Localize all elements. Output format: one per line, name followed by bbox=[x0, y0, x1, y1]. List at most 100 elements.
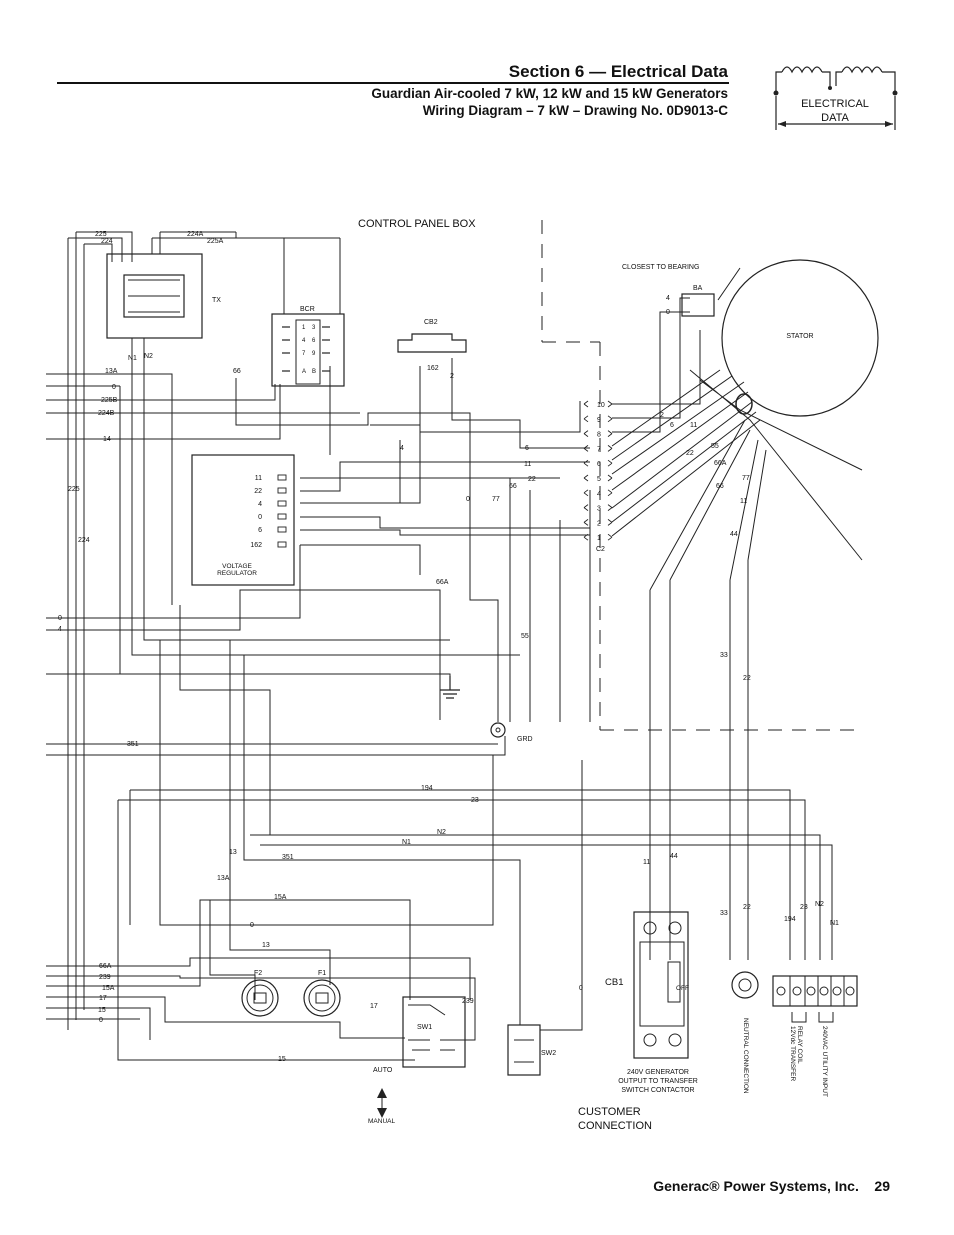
wire-label: 351 bbox=[282, 854, 294, 861]
vr-label-1: VOLTAGE bbox=[222, 563, 252, 570]
sw1-switch: SW1 AUTO MANUAL bbox=[368, 996, 466, 1125]
wire-label: N1 bbox=[128, 355, 137, 362]
wire-label: 15 bbox=[278, 1056, 286, 1063]
wire-label: 0 bbox=[58, 615, 62, 622]
c2-terminal-arrow bbox=[607, 533, 613, 541]
stator-lead-label: 2 bbox=[660, 412, 664, 419]
cb1-caption-1: 240V GENERATOR bbox=[627, 1069, 689, 1076]
wire-label: 225A bbox=[207, 238, 224, 245]
vr-label-2: REGULATOR bbox=[217, 570, 257, 577]
wire-label: 66A bbox=[436, 579, 449, 586]
c2-terminal-label: 10 bbox=[597, 402, 605, 409]
c2-terminal-label: 7 bbox=[597, 446, 601, 453]
wire-label: N1 bbox=[402, 839, 411, 846]
vr-terminal-label: 162 bbox=[250, 542, 262, 549]
bcr-pin-label: 7 bbox=[302, 351, 306, 357]
control-panel-border: CONTROL PANEL BOX bbox=[358, 218, 862, 731]
vr-terminal bbox=[277, 500, 287, 507]
vr-terminal bbox=[277, 474, 287, 481]
c2-terminal-label: 9 bbox=[597, 417, 601, 424]
wire-label: 66 bbox=[509, 483, 517, 490]
wire-number-labels: 225 224 224A 225A 13A 0 225B 224B 14 0 4… bbox=[58, 231, 839, 1063]
wire-harness bbox=[46, 231, 863, 1061]
wire-label: 23 bbox=[471, 797, 479, 804]
wire-label: 15A bbox=[102, 985, 115, 992]
wire-label: 11 bbox=[643, 859, 650, 866]
wire-label: 4 bbox=[58, 626, 62, 633]
sw2-label: SW2 bbox=[541, 1050, 556, 1057]
wire-label: 194 bbox=[784, 916, 796, 923]
tx-label: TX bbox=[212, 297, 221, 304]
transformer-tx: TX bbox=[106, 253, 221, 339]
customer-label-1: CUSTOMER bbox=[578, 1106, 641, 1118]
stator-lead-label: 22 bbox=[686, 450, 694, 457]
sw1-label: SW1 bbox=[417, 1024, 432, 1031]
cb1-breaker: CB1 OFF 240V GENERATOR OUTPUT TO TRANSFE… bbox=[605, 911, 698, 1094]
wire-label: 351 bbox=[127, 741, 139, 748]
sw2-switch: SW2 bbox=[507, 1024, 556, 1076]
c2-terminal-arrow bbox=[607, 474, 613, 482]
wire-label: 66A bbox=[99, 963, 112, 970]
c2-terminal-label: 2 bbox=[597, 520, 601, 527]
c2-terminal-arrow bbox=[583, 489, 589, 497]
manual-label: MANUAL bbox=[368, 1118, 395, 1125]
wire-label: 0 bbox=[466, 496, 470, 503]
c2-terminal-label: 5 bbox=[597, 476, 601, 483]
control-panel-label: CONTROL PANEL BOX bbox=[358, 218, 476, 230]
vr-terminal bbox=[277, 513, 287, 520]
relay-coil-label-2: RELAY COIL bbox=[796, 1026, 803, 1064]
cb1-off: OFF bbox=[676, 985, 689, 992]
wire-label: 13 bbox=[262, 942, 270, 949]
vr-terminal bbox=[277, 541, 287, 548]
stator-lead-label: 77 bbox=[742, 475, 750, 482]
c2-terminal-label: 6 bbox=[597, 461, 601, 468]
vr-terminal-label: 6 bbox=[258, 527, 262, 534]
c2-terminal-arrow bbox=[583, 415, 589, 423]
vr-terminal bbox=[277, 526, 287, 533]
c2-terminal-arrow bbox=[583, 459, 589, 467]
wire-label: 0 bbox=[112, 384, 116, 391]
closest-to-bearing: CLOSEST TO BEARING bbox=[622, 264, 699, 271]
wire-label: 11 bbox=[524, 461, 531, 468]
wire-label: 224A bbox=[187, 231, 204, 238]
wire-label: 66 bbox=[233, 368, 241, 375]
cb2-label: CB2 bbox=[424, 319, 438, 326]
cb1-caption-2: OUTPUT TO TRANSFER bbox=[618, 1078, 698, 1085]
customer-terminal-block: NEUTRAL CONNECTION 12Vdc TRANSFER RELAY … bbox=[731, 971, 858, 1097]
wire-label: 15A bbox=[274, 894, 287, 901]
c2-terminal-arrow bbox=[583, 519, 589, 526]
vr-terminal-label: 11 bbox=[255, 475, 262, 482]
wire-label: 224 bbox=[101, 238, 113, 245]
grd-label: GRD bbox=[517, 736, 533, 743]
c2-terminal-label: 8 bbox=[597, 432, 601, 439]
logo-text-1: ELECTRICAL bbox=[801, 98, 869, 110]
wire-label: 0 bbox=[250, 922, 254, 929]
wire-label: 14 bbox=[103, 436, 111, 443]
c2-terminal-label: 3 bbox=[597, 506, 601, 513]
stator: STATOR CLOSEST TO BEARING BA 40 bbox=[622, 259, 879, 417]
wire-label: N2 bbox=[815, 901, 824, 908]
customer-label-2: CONNECTION bbox=[578, 1120, 652, 1132]
c2-label: C2 bbox=[596, 546, 605, 553]
f2-label: F2 bbox=[254, 970, 262, 977]
bcr-label: BCR bbox=[300, 306, 315, 313]
wire-label: 224B bbox=[98, 410, 115, 417]
wire-label: 55 bbox=[521, 633, 529, 640]
auto-label: AUTO bbox=[373, 1067, 393, 1074]
vr-terminal-label: 0 bbox=[258, 514, 262, 521]
page-footer: Generac® Power Systems, Inc. 29 bbox=[560, 1178, 890, 1194]
wire-label: 17 bbox=[99, 995, 107, 1002]
c2-terminal-arrow bbox=[607, 519, 613, 526]
stator-lead-bundle bbox=[735, 393, 753, 415]
subtitle-line-1: Guardian Air-cooled 7 kW, 12 kW and 15 k… bbox=[371, 86, 728, 101]
footer-company: Generac® Power Systems, Inc. bbox=[653, 1178, 859, 1194]
wire-label: 239 bbox=[462, 998, 474, 1005]
c2-terminal-arrow bbox=[583, 430, 589, 437]
c2-terminal-label: 4 bbox=[597, 491, 601, 498]
wire-label: 6 bbox=[525, 445, 529, 452]
ground-symbol: GRD bbox=[440, 676, 533, 743]
bcr-pin-label: 4 bbox=[302, 338, 306, 344]
